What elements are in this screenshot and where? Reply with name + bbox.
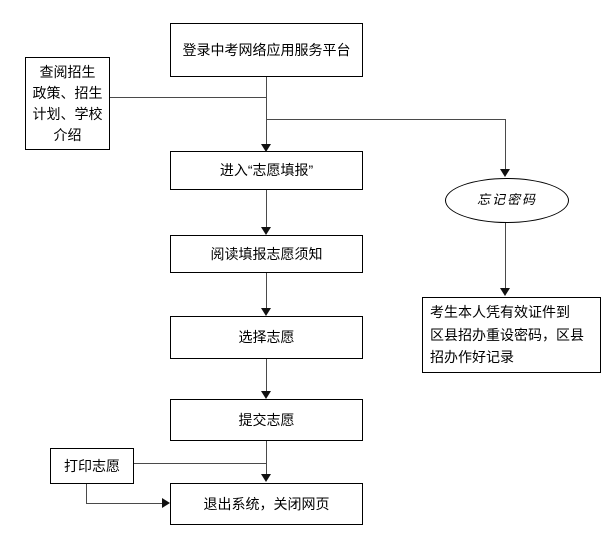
node-forgot-password-ellipse: 忘记密码 [445, 178, 569, 223]
edge-read-select-arrow [261, 308, 271, 316]
edge-select-submit-line [266, 359, 267, 391]
edge-login-forgot-arrow [500, 169, 510, 177]
node-browse-policies: 查阅招生 政策、招生 计划、学校 介绍 [25, 57, 110, 150]
node-enter-application: 进入“志愿填报” [170, 151, 363, 190]
edge-forgot-reset-arrow [500, 288, 510, 296]
edge-login-forgot-vline [505, 119, 506, 169]
edge-read-select-line [266, 273, 267, 308]
edge-login-browse-line [108, 97, 266, 98]
edge-print-exit-arrow [162, 498, 170, 508]
edge-login-trunk-line [266, 77, 267, 144]
node-submit-preference: 提交志愿 [170, 399, 363, 441]
node-login-platform: 登录中考网络应用服务平台 [170, 23, 363, 77]
node-read-notice: 阅读填报志愿须知 [170, 235, 363, 273]
edge-print-exit-hline [86, 503, 162, 504]
edge-forgot-reset-line [505, 223, 506, 288]
node-reset-password-note: 考生本人凭有效证件到 区县招办重设密码，区县 招办作好记录 [422, 297, 601, 373]
edge-print-exit-vline [86, 484, 87, 503]
edge-submit-exit-arrow [261, 474, 271, 482]
edge-enter-read-line [266, 190, 267, 227]
edge-login-forgot-hline [266, 119, 506, 120]
edge-submit-exit-line [266, 441, 267, 474]
node-print-preference: 打印志愿 [50, 448, 134, 484]
node-exit-system: 退出系统，关闭网页 [170, 483, 363, 525]
edge-select-submit-arrow [261, 391, 271, 399]
edge-enter-read-arrow [261, 227, 271, 235]
node-select-preference: 选择志愿 [170, 316, 363, 359]
edge-submit-print-line [134, 463, 266, 464]
edge-login-enter-arrow [261, 144, 271, 152]
